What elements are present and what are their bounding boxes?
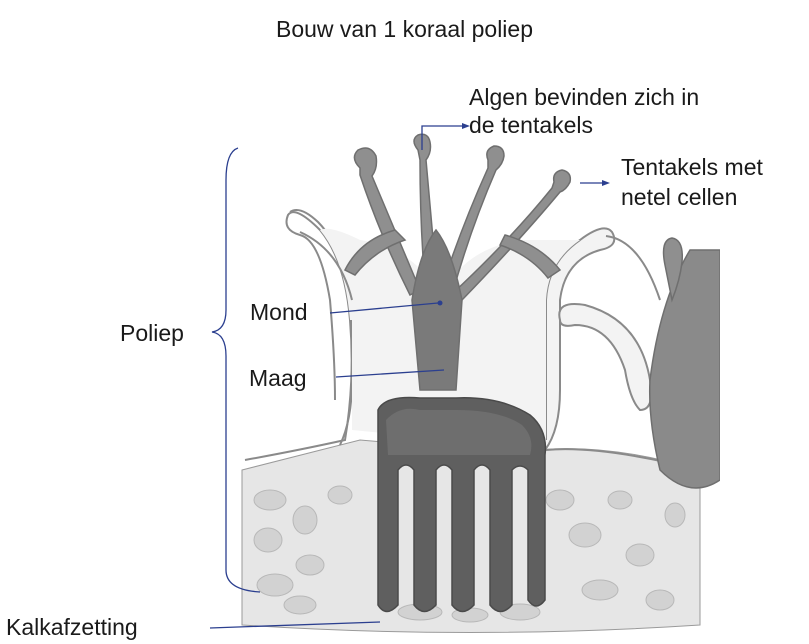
stomach-label: Maag xyxy=(249,365,307,391)
algae-label-line1: Algen bevinden zich in xyxy=(469,84,699,110)
tentacles-label-line2: netel cellen xyxy=(621,184,737,210)
tentacles-label-line1: Tentakels met xyxy=(621,154,763,180)
polyp-label: Poliep xyxy=(120,320,184,346)
mouth-label: Mond xyxy=(250,299,308,325)
neighbor-polyp xyxy=(650,238,720,488)
algae-label-line2: de tentakels xyxy=(469,112,593,138)
limestone-label: Kalkafzetting xyxy=(6,614,138,640)
